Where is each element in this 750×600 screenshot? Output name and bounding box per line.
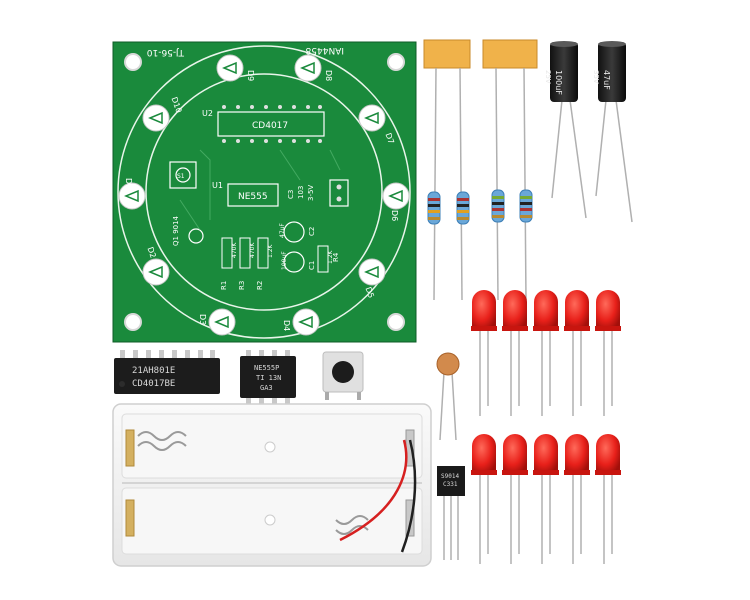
led-pads <box>118 54 410 336</box>
battery-wire-black <box>400 439 417 553</box>
svg-text:R1: R1 <box>220 281 228 290</box>
diode-label-d2: D2 <box>145 246 157 260</box>
cap-c1-value: 100uF <box>281 251 288 270</box>
diode-label-d5: D5 <box>363 286 375 300</box>
diode-label-d1: D1 <box>124 178 133 189</box>
svg-text:35V: 35V <box>592 70 600 84</box>
leds-row-2 <box>471 434 621 564</box>
diode-label-d7: D7 <box>383 132 395 146</box>
svg-text:NE555P: NE555P <box>254 364 279 372</box>
pcb-board: IAN4458 TJ-56-10 D9 D8 D10 D7 D1 D6 D2 D… <box>112 41 417 343</box>
u2-footprint: U2 CD4017 <box>202 105 325 143</box>
svg-text:47uF: 47uF <box>602 70 611 90</box>
ceramic-capacitor-2 <box>482 39 538 301</box>
electrolytic-capacitor-1: 100uF 25V <box>544 41 587 219</box>
diode-label-d4: D4 <box>282 320 291 331</box>
resistor-footprints: 470K 470K 1.2K R1 R3 R2 1.2K R4 <box>220 237 340 290</box>
tactile-switch <box>322 351 364 400</box>
disc-capacitor <box>436 352 460 441</box>
battery-wire-red <box>339 439 408 542</box>
svg-text:U1: U1 <box>212 181 223 190</box>
svg-text:TI 13N: TI 13N <box>256 374 281 382</box>
u1-footprint: U1 NE555 <box>212 181 279 207</box>
cap-c3-value: 103 <box>297 186 305 199</box>
svg-text:470K: 470K <box>249 242 256 258</box>
ceramic-capacitor-1 <box>423 39 471 301</box>
power-label: 3-5V <box>307 185 315 201</box>
svg-text:C331: C331 <box>443 481 458 488</box>
svg-text:R3: R3 <box>238 281 246 290</box>
ic-ne555: NE555P TI 13N GA3 <box>240 350 296 404</box>
diode-label-d8: D8 <box>324 70 333 81</box>
diode-label-d3: D3 <box>198 314 207 325</box>
ic-cd4017: 21AH801E CD4017BE <box>114 350 220 394</box>
svg-text:S9014: S9014 <box>441 473 459 480</box>
svg-text:R2: R2 <box>256 281 264 290</box>
svg-text:25V: 25V <box>544 70 552 84</box>
u2-chip-label: CD4017 <box>252 121 288 131</box>
cap-c2-value: 47uF <box>279 223 286 238</box>
cap-c2-label: C2 <box>308 227 316 236</box>
transistor-label: Q1 9014 <box>172 215 180 246</box>
electrolytic-capacitor-2: 47uF 35V <box>592 41 633 223</box>
diode-label-d6: D6 <box>390 210 399 221</box>
s1-footprint: S1 <box>169 161 197 189</box>
pcb-code: TJ-56-10 <box>146 47 185 57</box>
diode-label-d9: D9 <box>246 70 255 81</box>
resistors <box>427 189 533 225</box>
svg-text:100uF: 100uF <box>554 70 563 95</box>
leds-row-1 <box>471 290 621 416</box>
svg-text:CD4017BE: CD4017BE <box>132 379 175 389</box>
pcb-title: IAN4458 <box>305 45 344 55</box>
svg-text:S1: S1 <box>177 173 185 180</box>
svg-text:1.2K: 1.2K <box>327 249 334 264</box>
svg-text:R4: R4 <box>332 252 340 262</box>
svg-text:21AH801E: 21AH801E <box>132 366 175 376</box>
u1-chip-label: NE555 <box>238 192 268 202</box>
transistor-s9014: S9014 C331 <box>437 466 465 560</box>
cap-c1-label: C1 <box>308 261 316 270</box>
battery-holder <box>112 403 432 567</box>
svg-text:470K: 470K <box>231 242 238 258</box>
cap-c3-label: C3 <box>287 190 295 199</box>
svg-text:U2: U2 <box>202 109 213 118</box>
svg-text:1.2K: 1.2K <box>267 243 274 258</box>
svg-text:GA3: GA3 <box>260 384 273 392</box>
